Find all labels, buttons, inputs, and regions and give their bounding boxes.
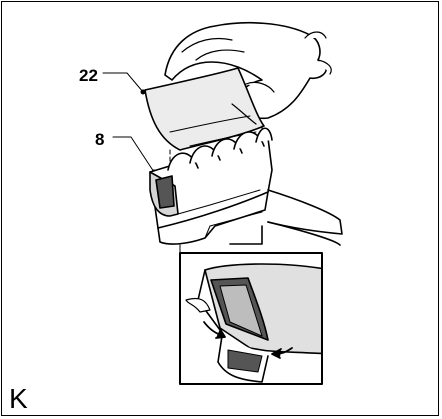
cover-part-22	[144, 67, 265, 151]
hand-icon	[164, 22, 332, 120]
panel-letter: K	[9, 383, 28, 414]
arrow-icon	[203, 321, 226, 339]
leader-8	[112, 136, 155, 173]
arrow-icon	[271, 347, 293, 359]
trimmer-shaft	[229, 189, 343, 246]
callout-label-8: 8	[95, 130, 105, 149]
callout-leaders	[102, 72, 157, 175]
leader-22	[102, 72, 144, 93]
detail-inset	[179, 252, 323, 385]
blade-guard-part-8	[149, 127, 273, 245]
callout-label-22: 22	[79, 66, 98, 85]
